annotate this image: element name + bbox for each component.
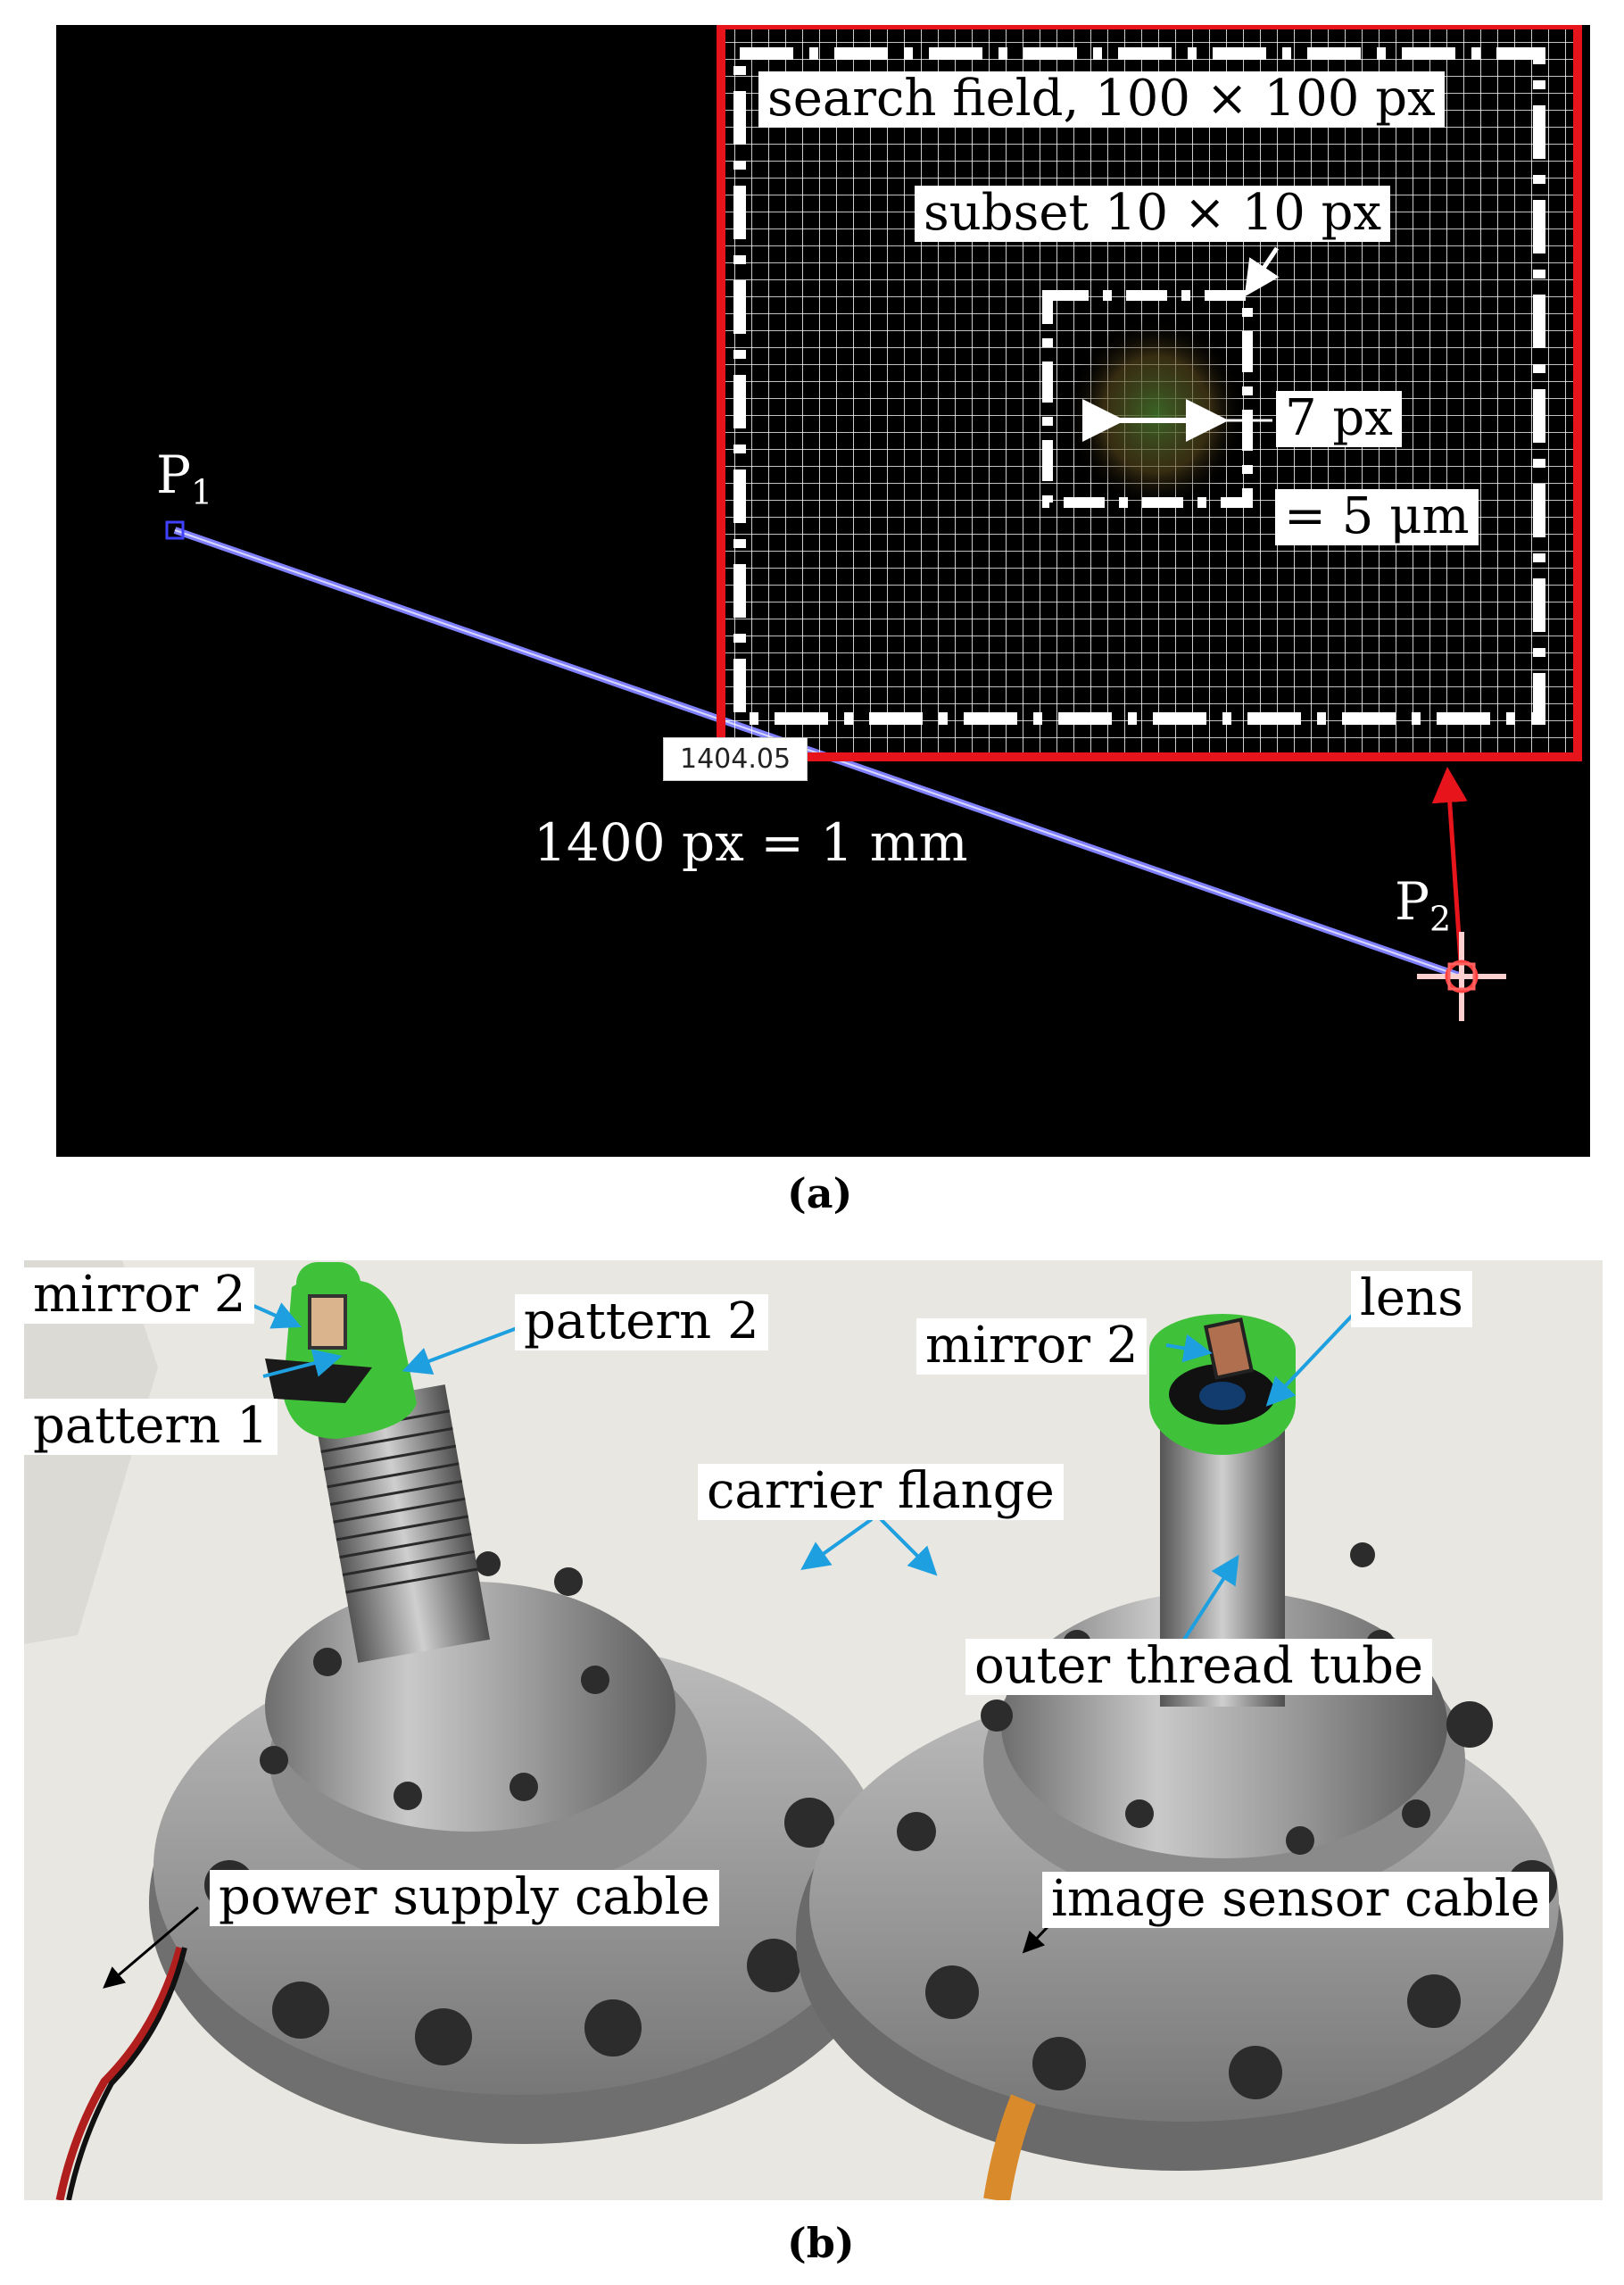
- label-power-supply-cable: power supply cable: [210, 1870, 719, 1926]
- label-outer-thread-tube: outer thread tube: [965, 1639, 1433, 1695]
- subset-label: subset 10 × 10 px: [915, 186, 1391, 242]
- point1-label: P1: [156, 445, 213, 512]
- point1-marker: [165, 520, 185, 540]
- caption-b: (b): [787, 2219, 855, 2267]
- label-mirror2-right: mirror 2: [916, 1318, 1148, 1375]
- panel-b-photo: mirror 2 pattern 2 pattern 1 mirror 2 le…: [24, 1260, 1603, 2200]
- point2-label: P2: [1395, 871, 1452, 939]
- panel-a-drawing: [165, 25, 1582, 1021]
- black-arrow-power: [103, 1906, 199, 1989]
- label-carrier-flange: carrier flange: [698, 1464, 1064, 1520]
- scale-text: 1400 px = 1 mm: [534, 812, 968, 873]
- search-field-label: search field, 100 × 100 px: [758, 71, 1445, 128]
- power-supply-cable-wire: [55, 1946, 185, 2200]
- subset-pattern: [1067, 318, 1246, 511]
- label-mirror2-left: mirror 2: [24, 1267, 255, 1324]
- point2-crosshair: [1417, 932, 1506, 1021]
- label-pattern1: pattern 1: [24, 1399, 278, 1455]
- label-lens: lens: [1351, 1271, 1472, 1327]
- label-pattern2: pattern 2: [515, 1294, 768, 1350]
- label-image-sensor-cable: image sensor cable: [1042, 1872, 1549, 1928]
- image-sensor-cable-wire: [983, 2094, 1036, 2200]
- distance-readout: 1404.05: [663, 737, 808, 781]
- inset-red-border: [717, 25, 1582, 761]
- um-label: = 5 μm: [1275, 489, 1479, 545]
- blue-callout-arrows: [251, 1302, 1355, 1641]
- subset-pointer-arrow: [1244, 246, 1280, 297]
- panel-a-measurement-image: P1 P2 1404.05 1400 px = 1 mm search fiel…: [56, 25, 1590, 1157]
- search-field-rect: [733, 47, 1545, 725]
- subset-rect: [1042, 290, 1253, 508]
- width-label: 7 px: [1276, 391, 1402, 447]
- caption-a: (a): [787, 1169, 853, 1217]
